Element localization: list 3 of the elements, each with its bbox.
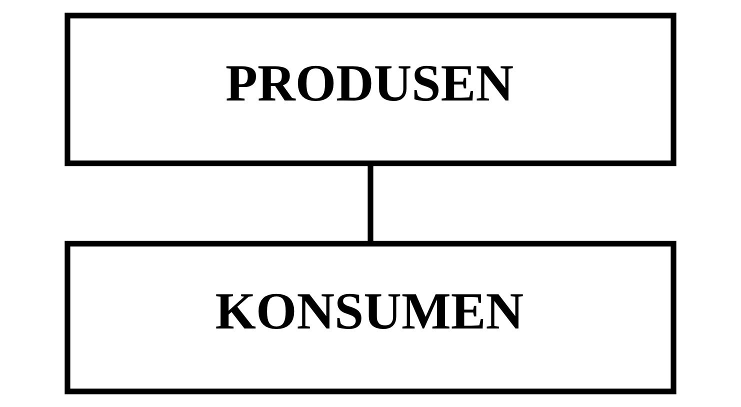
node-box: KONSUMEN xyxy=(64,240,676,394)
node-box: PRODUSEN xyxy=(64,12,676,166)
connector xyxy=(368,164,374,244)
